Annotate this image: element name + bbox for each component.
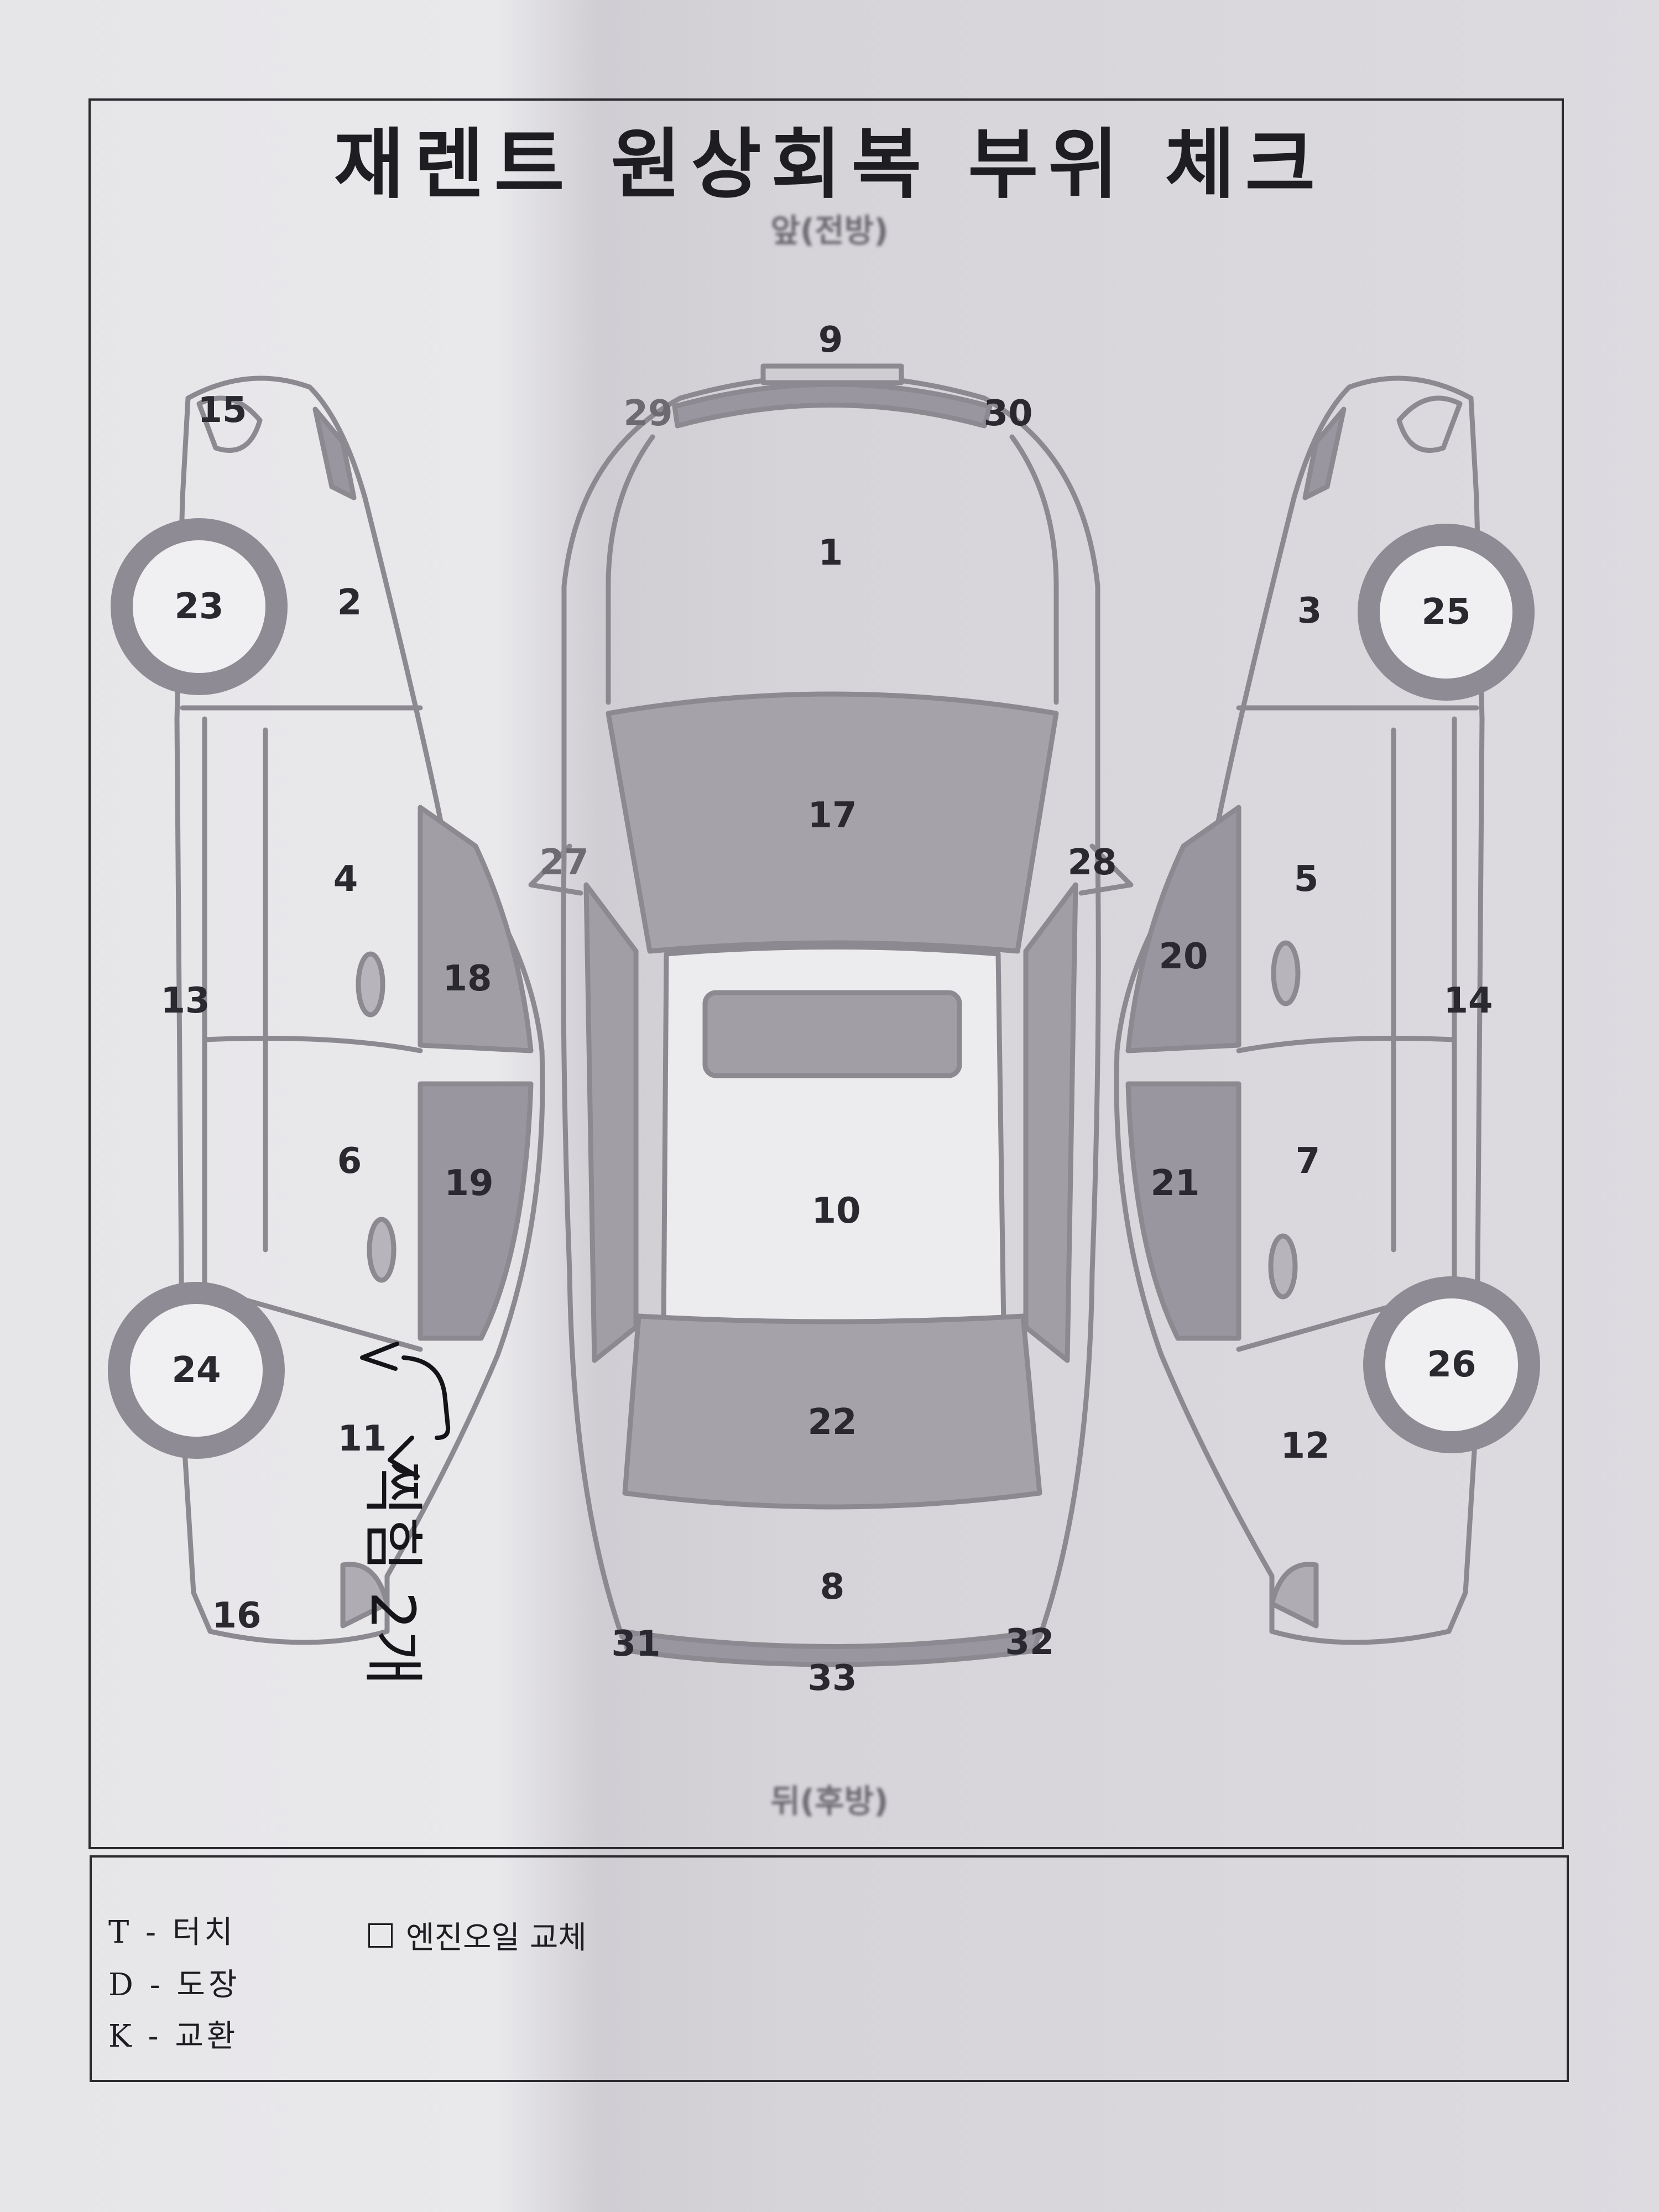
front-right-wheel: [1358, 524, 1535, 701]
part-label-8: 8: [820, 1567, 845, 1608]
part-label-12: 12: [1280, 1426, 1330, 1467]
left-body-outline: [174, 375, 545, 1645]
part-label-11: 11: [337, 1418, 387, 1459]
handwritten-note: 찍힘 2개: [357, 1460, 428, 1686]
right-wheels: [1358, 524, 1540, 1453]
legend-item-touch: T - 터치: [108, 1914, 236, 1950]
part-label-2: 2: [337, 582, 362, 623]
part-label-26: 26: [1427, 1344, 1477, 1385]
rear-left-wheel: [108, 1282, 285, 1459]
windshield-panel: [606, 691, 1059, 954]
part-label-7: 7: [1295, 1141, 1321, 1182]
front-bumper: [672, 382, 993, 429]
right-body-outline: [1114, 375, 1485, 1645]
left-wheels: [108, 518, 288, 1459]
legend-item-replace: K - 교환: [108, 2018, 239, 2054]
part-label-14: 14: [1443, 980, 1493, 1021]
rear-bumper: [619, 1629, 1042, 1667]
part-label-5: 5: [1293, 859, 1319, 900]
part-label-3: 3: [1297, 591, 1322, 632]
legend-item-paint: D - 도장: [108, 1967, 241, 2003]
part-label-23: 23: [174, 586, 224, 627]
part-label-16: 16: [212, 1595, 262, 1636]
part-label-17: 17: [807, 795, 857, 836]
check-mark-2: [388, 1436, 420, 1479]
part-label-27: 27: [539, 842, 589, 883]
part-label-20: 20: [1159, 936, 1208, 977]
engine-oil-checkbox[interactable]: [368, 1923, 393, 1948]
car-top-view: [528, 363, 1134, 1667]
part-label-28: 28: [1067, 842, 1117, 883]
right-rear-window: [1125, 1081, 1241, 1341]
handwritten-damage-marks: [360, 1342, 451, 1479]
right-front-window: [1125, 805, 1241, 1053]
right-mirror: [1078, 843, 1134, 896]
part-label-24: 24: [171, 1350, 221, 1391]
diagram-frame: [88, 98, 1564, 1849]
part-label-6: 6: [337, 1141, 362, 1182]
sunroof: [702, 990, 962, 1078]
left-mirror: [528, 843, 583, 896]
engine-oil-label: 엔진오일 교체: [406, 1920, 587, 1956]
left-headlamp: [196, 395, 263, 453]
front-grille: [760, 363, 904, 385]
part-label-13: 13: [160, 980, 210, 1021]
page-title: 재렌트 원상회복 부위 체크: [333, 120, 1326, 209]
part-label-10: 10: [811, 1191, 861, 1232]
legend-box: T - 터치 D - 도장 K - 교환 엔진오일 교체: [90, 1855, 1569, 2082]
part-label-18: 18: [442, 958, 492, 999]
front-left-wheel: [111, 518, 288, 695]
engine-oil-change-option[interactable]: 엔진오일 교체: [368, 1913, 587, 1958]
rear-direction-label: 뒤(후방): [770, 1782, 889, 1820]
part-label-9: 9: [818, 320, 843, 361]
car-left-side-view: [174, 375, 545, 1645]
part-label-22: 22: [807, 1402, 857, 1443]
bracket-mark: [401, 1355, 451, 1440]
left-rear-window: [418, 1081, 534, 1341]
part-label-29: 29: [623, 393, 673, 434]
part-label-15: 15: [197, 390, 247, 431]
part-label-31: 31: [611, 1624, 661, 1665]
car-right-side-view: [1114, 375, 1485, 1645]
part-label-25: 25: [1421, 592, 1471, 633]
part-label-19: 19: [444, 1163, 494, 1204]
right-headlamp: [1396, 395, 1463, 453]
part-label-21: 21: [1150, 1163, 1200, 1204]
check-mark-1: [360, 1342, 399, 1371]
part-label-4: 4: [333, 859, 358, 900]
rear-right-wheel: [1363, 1276, 1540, 1453]
part-label-33: 33: [807, 1658, 857, 1699]
part-label-1: 1: [818, 533, 843, 573]
front-direction-label: 앞(전방): [770, 212, 889, 249]
left-front-window: [418, 805, 534, 1053]
part-label-32: 32: [1005, 1622, 1055, 1663]
rear-glass-panel: [622, 1313, 1042, 1510]
part-label-30: 30: [983, 393, 1033, 434]
